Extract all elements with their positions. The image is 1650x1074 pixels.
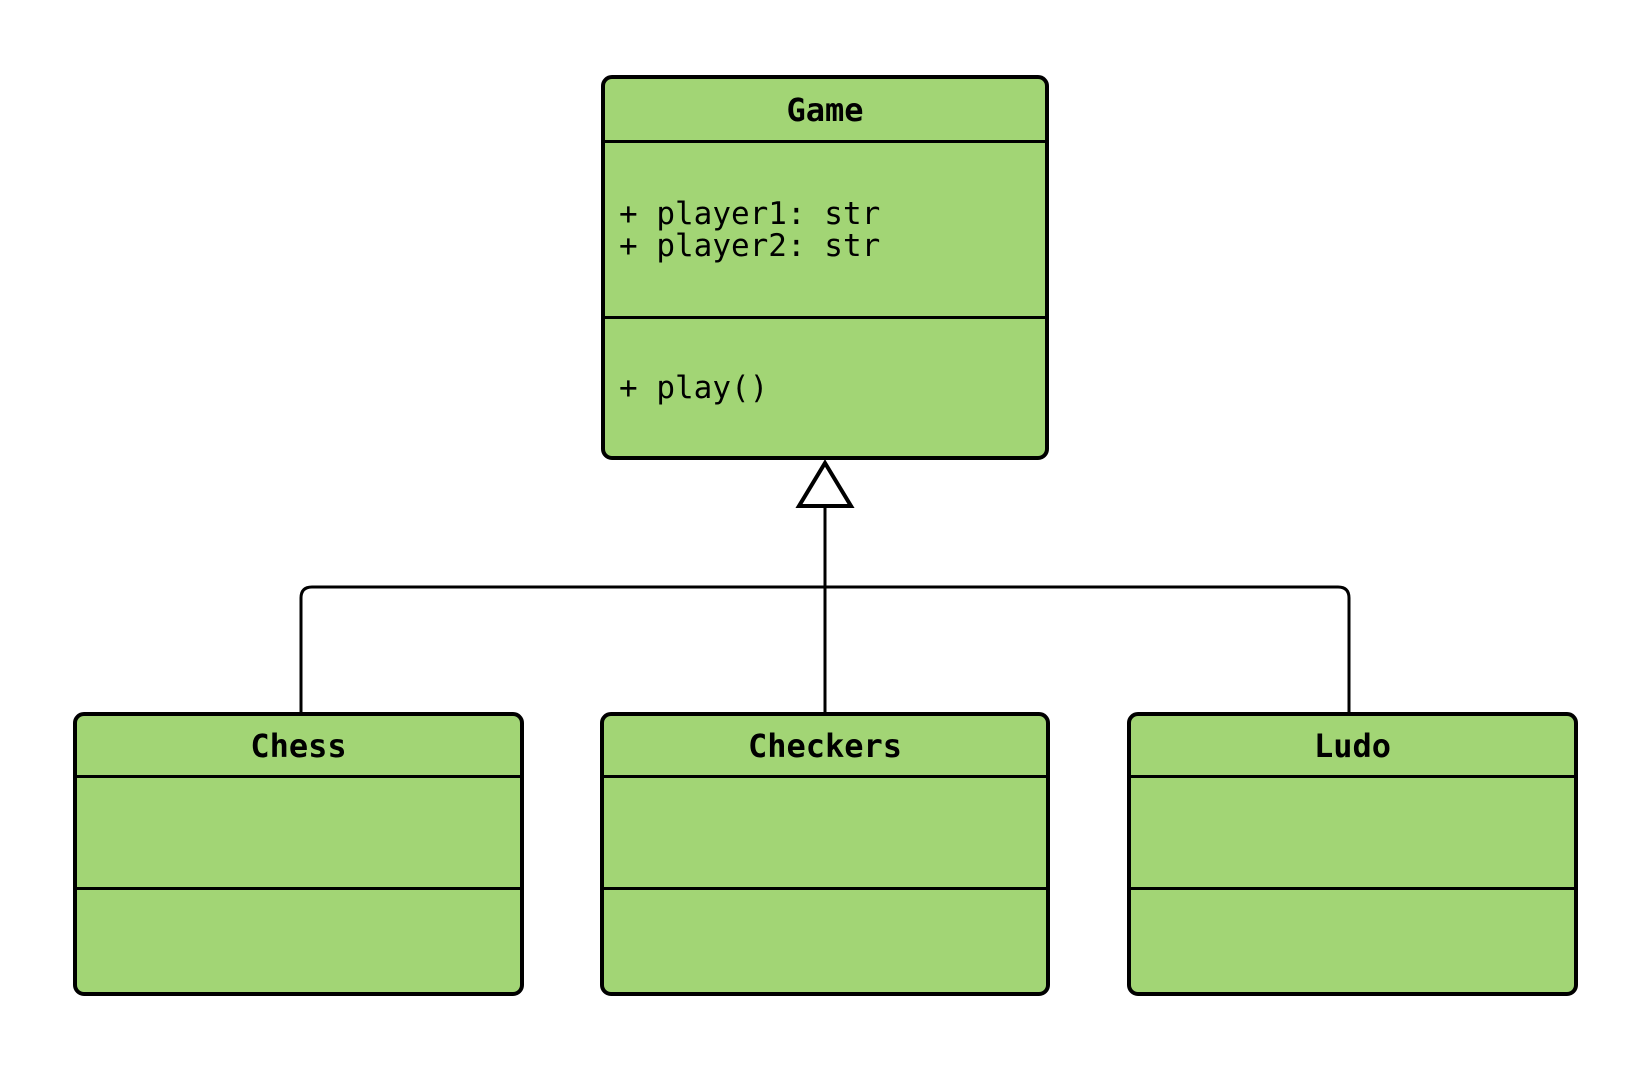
class-box-chess: Chess: [73, 712, 524, 996]
class-attributes-checkers: [604, 775, 1046, 887]
class-methods-game: + play(): [605, 316, 1045, 456]
class-box-game: Game + player1: str + player2: str + pla…: [601, 75, 1049, 460]
class-box-ludo: Ludo: [1127, 712, 1578, 996]
class-methods-ludo: [1131, 887, 1574, 992]
method-line: + play(): [619, 369, 769, 406]
class-attributes-game: + player1: str + player2: str: [605, 140, 1045, 316]
class-methods-chess: [77, 887, 520, 992]
class-attributes-ludo: [1131, 775, 1574, 887]
class-title-ludo: Ludo: [1313, 726, 1392, 765]
inheritance-triangle-arrowhead: [795, 459, 855, 508]
class-attributes-chess: [77, 775, 520, 887]
class-methods-checkers: [604, 887, 1046, 992]
class-title-game: Game: [786, 90, 864, 129]
class-title-checkers: Checkers: [747, 726, 903, 765]
class-title-chess: Chess: [250, 726, 347, 765]
attribute-line: + player2: str: [619, 227, 881, 264]
generalization-branch-bus: [299, 585, 1351, 712]
attribute-line: + player1: str: [619, 195, 881, 232]
class-box-checkers: Checkers: [600, 712, 1050, 996]
